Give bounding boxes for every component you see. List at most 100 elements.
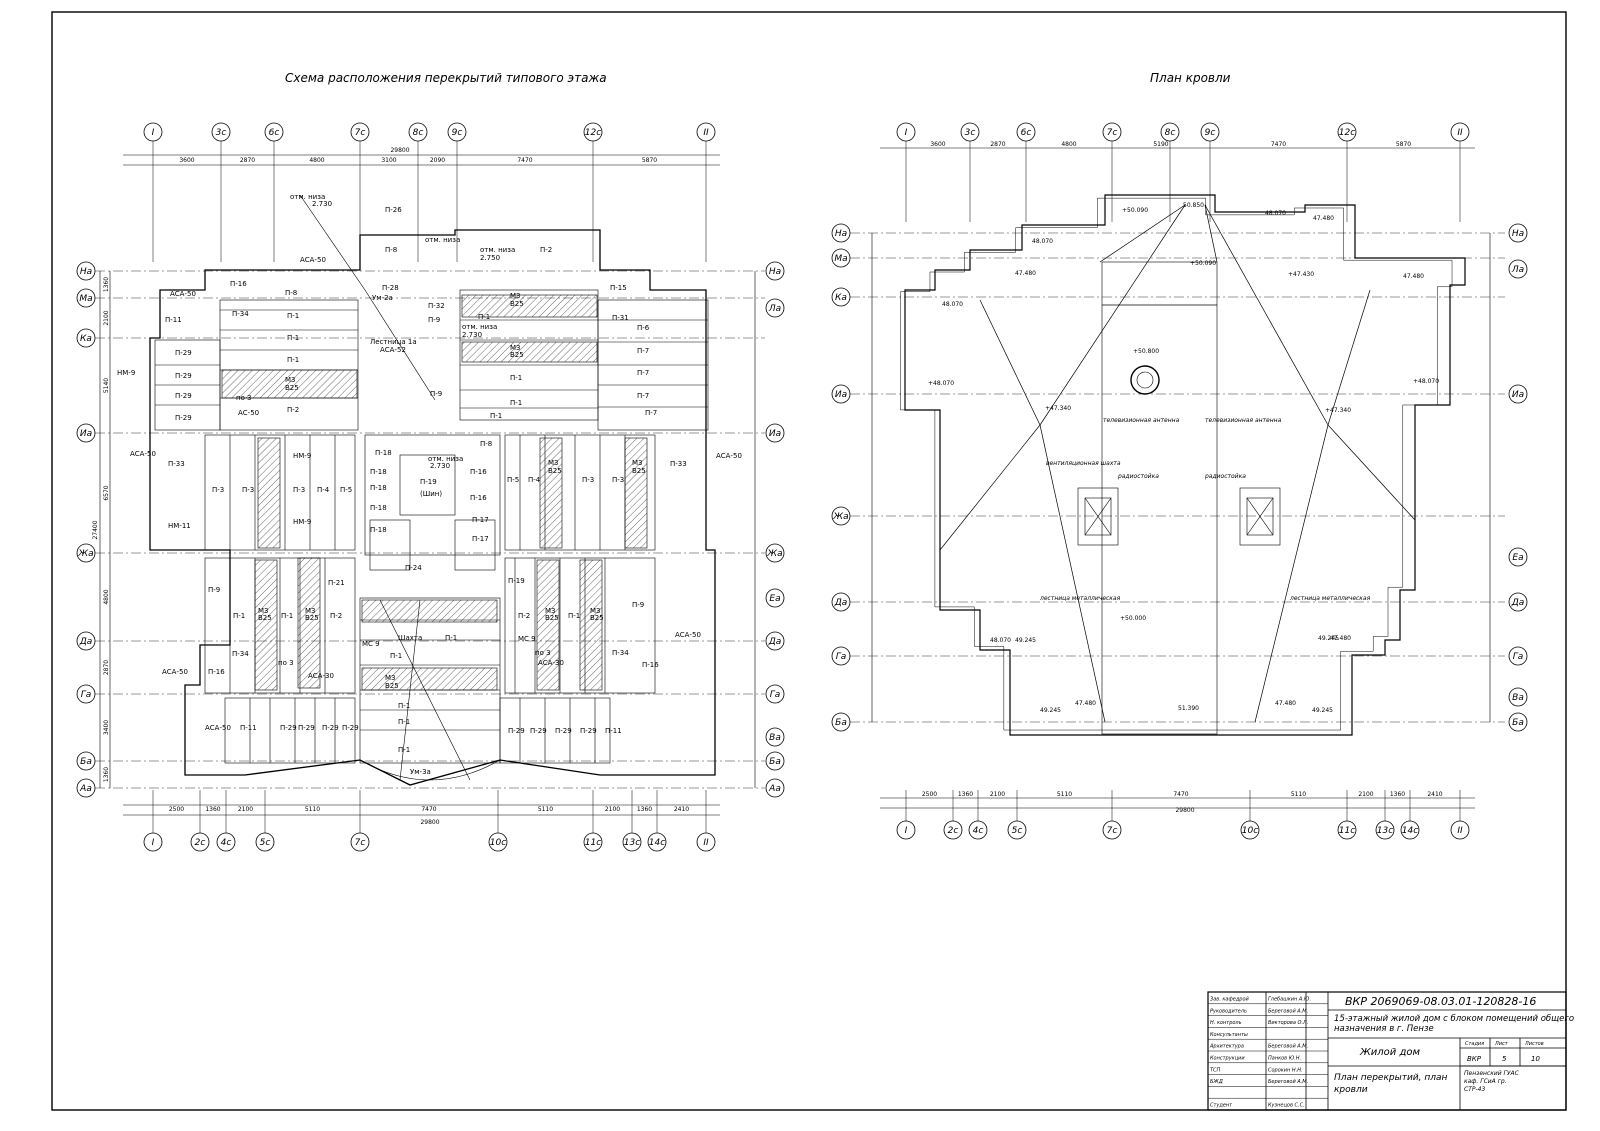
slab-label: В25 <box>545 614 559 622</box>
slab-label: П-32 <box>428 302 445 310</box>
right-plan-title: План кровли <box>1150 71 1231 85</box>
leader <box>364 289 436 401</box>
axis-bubble-circle <box>1337 820 1357 840</box>
axis-bubble-top-right: I <box>896 122 916 142</box>
axis-bubble-row-left: Иа <box>831 384 851 404</box>
slab-label: Ум-3а <box>410 768 431 776</box>
axis-bubble-label: Иа <box>1512 390 1524 400</box>
roof-plan <box>871 147 1491 809</box>
slab-zone <box>504 434 656 551</box>
slab-label: П-29 <box>280 724 297 732</box>
slab-label: П-9 <box>632 601 644 609</box>
roof-slope-line <box>1327 424 1416 521</box>
axis-bubble-circle <box>1102 820 1122 840</box>
title-block-role: Студент <box>1210 1103 1233 1109</box>
roof-elevation: 49.245 <box>1040 707 1061 714</box>
dimension-text: 2100 <box>103 310 110 325</box>
axis-bubble-circle <box>1450 820 1470 840</box>
roof-funnel <box>1130 365 1160 395</box>
axis-bubble-circle <box>1102 122 1122 142</box>
axis-bubble-label: Иа <box>769 429 781 439</box>
slab-label: П-5 <box>340 486 352 494</box>
axis-bubble-circle <box>76 778 96 798</box>
axis-bubble-row-right: Ла <box>1508 259 1528 279</box>
roof-elevation: 48.070 <box>1265 210 1286 217</box>
axis-bubble-label: Ка <box>80 334 92 344</box>
slab-label: отм. низа <box>480 246 515 254</box>
monolithic-zone <box>461 341 598 363</box>
slab-label: отм. низа <box>425 236 460 244</box>
dimension-text: 5870 <box>642 157 657 164</box>
axis-bubble-circle <box>1160 122 1180 142</box>
roof-slope-line <box>1327 289 1371 426</box>
monolithic-zone <box>221 369 358 399</box>
slab-label: П-16 <box>470 468 487 476</box>
roof-note: вентиляционная шахта <box>1046 460 1121 467</box>
slab-zone <box>364 434 501 556</box>
axis-bubble-label: 12c <box>585 128 601 138</box>
axis-bubble-top-left: II <box>696 122 716 142</box>
axis-bubble-label: Ба <box>835 718 847 728</box>
slab-label: П-3 <box>212 486 224 494</box>
slab-label: отм. низа <box>290 193 325 201</box>
axis-bubble-circle <box>76 751 96 771</box>
axis-bubble-label: На <box>80 267 92 277</box>
dimension-text: 5140 <box>103 378 110 393</box>
axis-bubble-top-right: 6c <box>1016 122 1036 142</box>
slab-label: П-1 <box>398 718 410 726</box>
axis-bubble-row-left: Да <box>76 631 96 651</box>
axis-bubble-circle <box>447 122 467 142</box>
slab-label: П-29 <box>508 727 525 735</box>
axis-bubble-row-left: Жа <box>76 543 96 563</box>
roof-note: телевизионная антенна <box>1103 417 1180 424</box>
axis-bubble-label: Да <box>834 598 848 608</box>
axis-bubble-label: Ба <box>80 757 92 767</box>
slab-label: П-6 <box>637 324 650 332</box>
axis-bubble-label: I <box>905 128 908 138</box>
axis-bubble-top-right: 3c <box>960 122 980 142</box>
axis-bubble-row-left: Ба <box>831 712 851 732</box>
slab-label: М3 <box>632 459 643 467</box>
axis-bubble-label: 8c <box>413 128 424 138</box>
slab-label: В25 <box>385 682 399 690</box>
roof-elevation: +50.000 <box>1120 615 1146 622</box>
slab-label: П-11 <box>165 316 182 324</box>
axis-bubble-circle <box>1016 122 1036 142</box>
axis-bubble-circle <box>896 820 916 840</box>
axis-bubble-label: 11c <box>585 838 601 848</box>
dimension-text: 3100 <box>381 157 396 164</box>
slab-label: П-16 <box>208 668 225 676</box>
axis-bubble-circle <box>896 122 916 142</box>
slab-zone <box>359 597 501 764</box>
slab-label: П-34 <box>232 650 249 658</box>
slab-label: П-11 <box>240 724 257 732</box>
dimension-text: 1360 <box>103 767 110 782</box>
roof-elevation: 48.070 <box>1032 238 1053 245</box>
axis-bubble-label: 13c <box>1377 826 1393 836</box>
axis-bubble-label: Ба <box>769 757 781 767</box>
axis-bubble-circle <box>1508 646 1528 666</box>
roof-note: лестница металлическая <box>1039 595 1121 602</box>
slab-label: В25 <box>548 467 562 475</box>
slab-label: Лестница 1а <box>370 338 417 346</box>
slab-label: П-1 <box>568 612 580 620</box>
axis-bubble-circle <box>143 832 163 852</box>
monolithic-zone <box>461 294 598 318</box>
sheet-label: Лист <box>1494 1041 1509 1047</box>
axis-bubble-row-left: Ма <box>76 288 96 308</box>
roof-elevation: 49.245 <box>1015 637 1036 644</box>
axis-bubble-row-left: Да <box>831 592 851 612</box>
slab-label: П-29 <box>580 727 597 735</box>
axis-bubble-circle <box>1508 259 1528 279</box>
slab-label: В25 <box>285 384 299 392</box>
roof-elevation: 47.480 <box>1275 700 1296 707</box>
title-block-role: БЖД <box>1210 1079 1223 1085</box>
title-block-role: Консультанты <box>1210 1032 1248 1038</box>
dimension-text: 3600 <box>930 141 945 148</box>
axis-bubble-bottom-left: 7c <box>350 832 370 852</box>
axis-bubble-row-left: На <box>76 261 96 281</box>
axis-bubble-label: Жа <box>77 549 93 559</box>
monolithic-zone <box>536 559 560 691</box>
slab-label: АСА-30 <box>308 672 334 680</box>
